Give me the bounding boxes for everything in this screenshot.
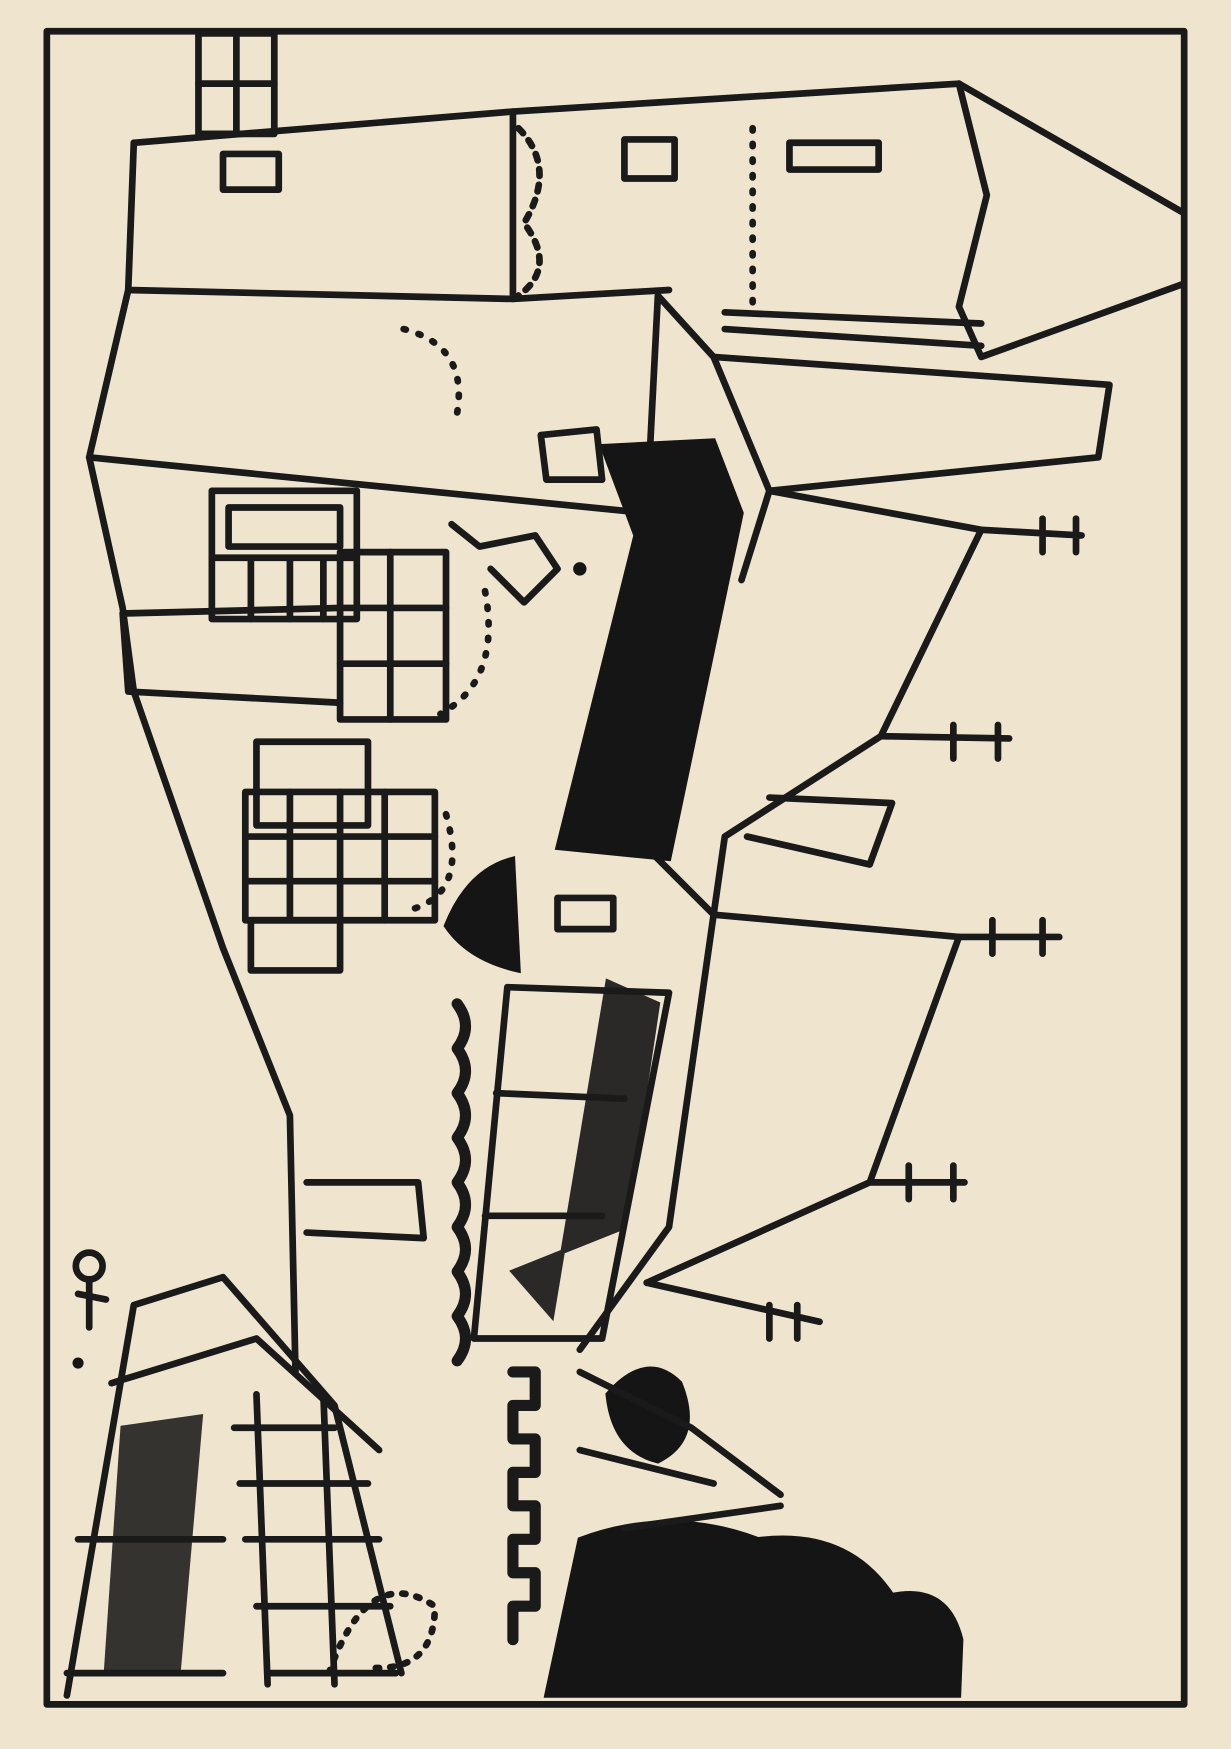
frame-border	[43, 27, 1188, 1708]
shopfront-dark	[443, 426, 744, 1342]
top-building	[124, 30, 1186, 361]
lamp	[448, 520, 587, 606]
awning-scallops	[451, 998, 541, 1646]
dotted-details	[325, 124, 756, 1677]
windows	[119, 487, 450, 1242]
bottom-left-buildings	[63, 1273, 405, 1699]
trees-dark	[543, 1366, 964, 1698]
signature-monogram	[72, 1249, 110, 1369]
